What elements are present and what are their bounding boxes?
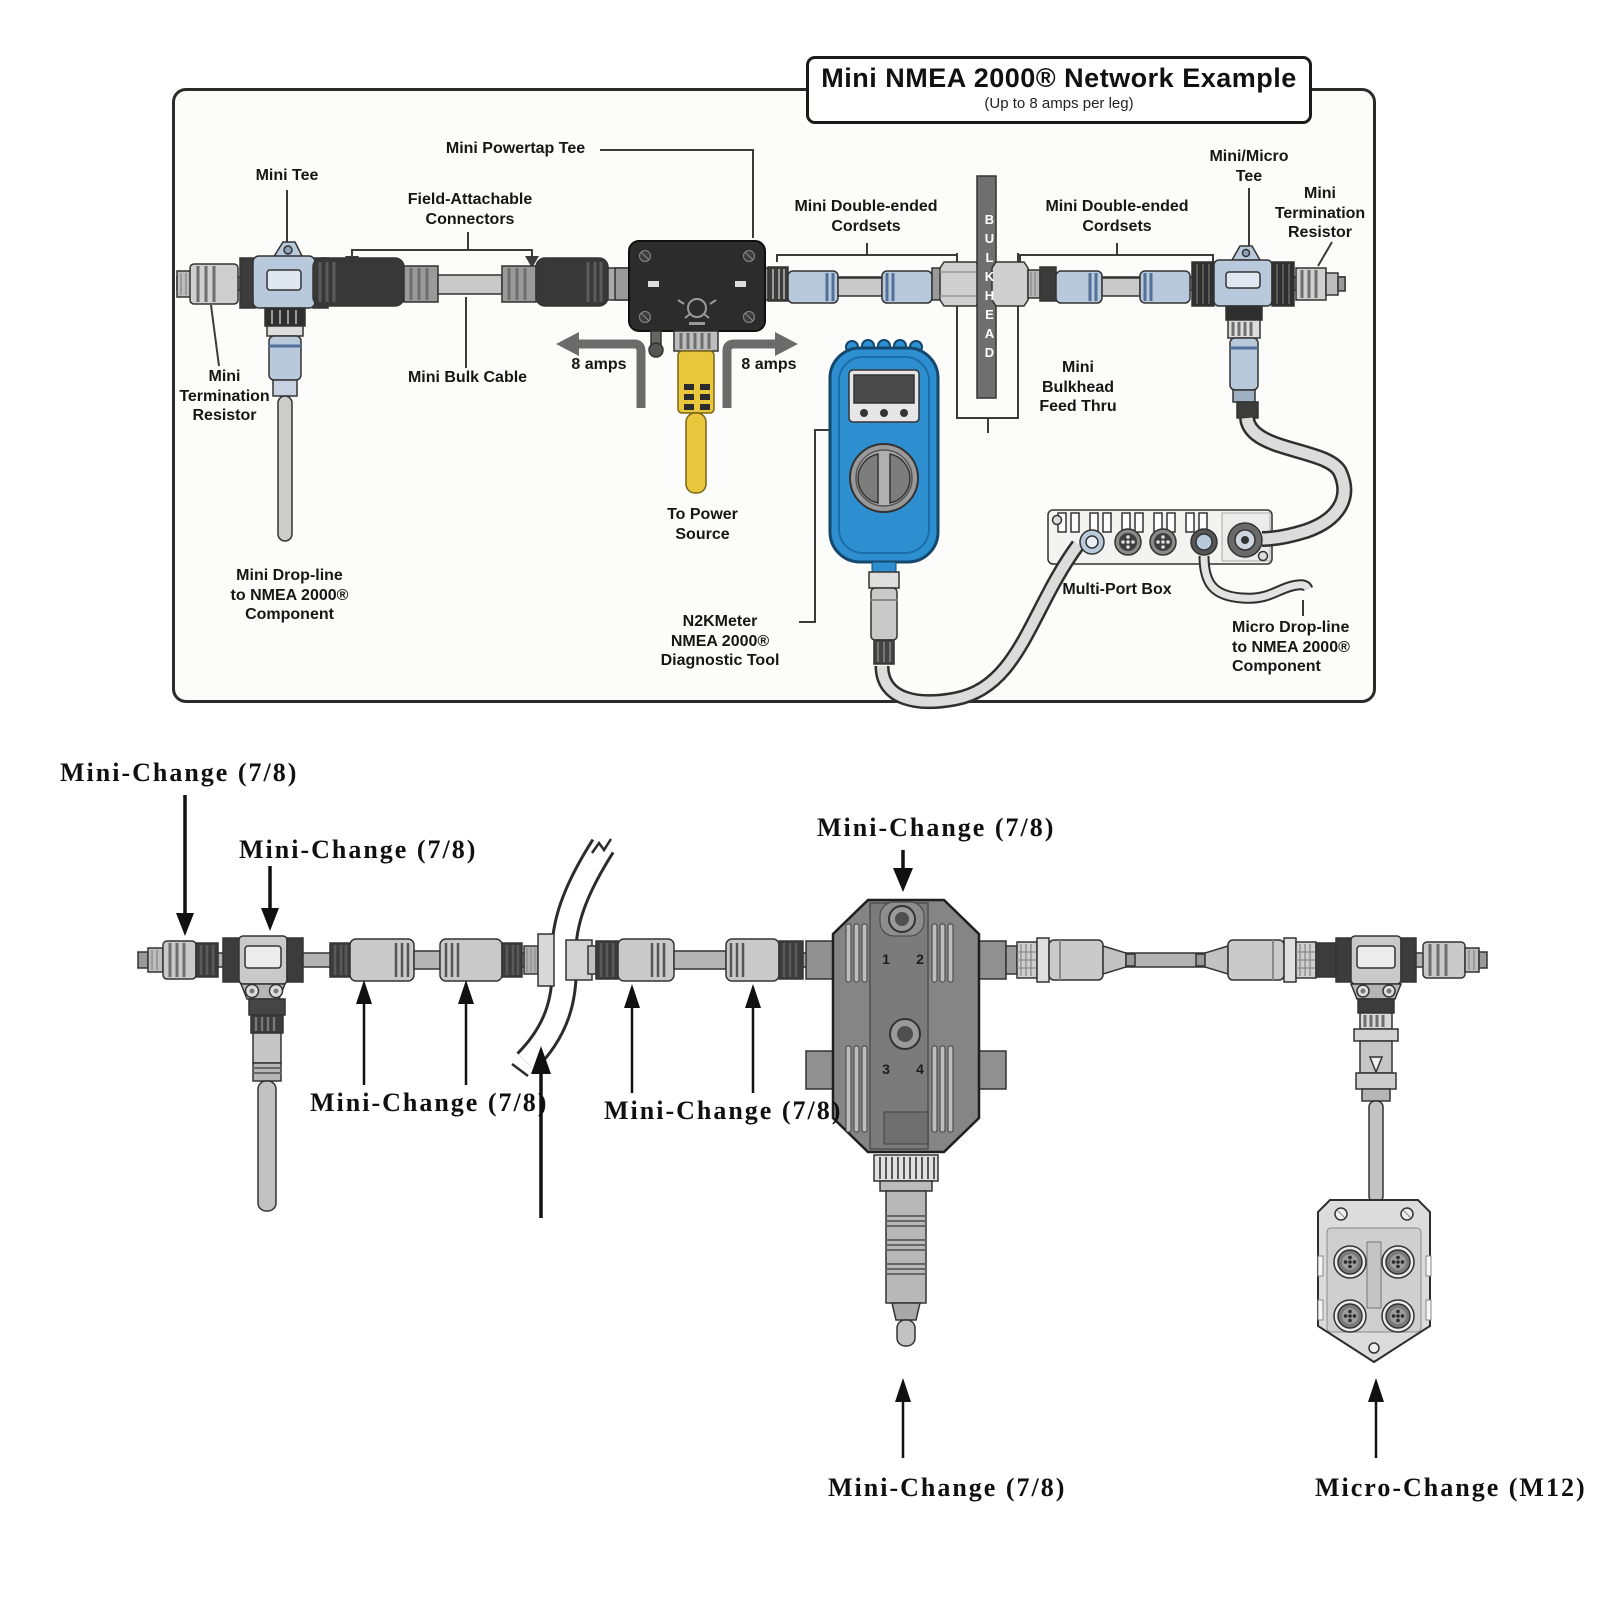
label-mini-powertap-tee: Mini Powertap Tee	[445, 140, 586, 157]
multi-port-box	[874, 415, 1353, 710]
mini-termination-resistor-left	[176, 263, 239, 305]
mini-cordset-right	[1039, 266, 1191, 304]
top-diagram-panel	[172, 88, 1376, 703]
mini-cordset-left	[767, 266, 945, 304]
label-cordsets-right: Mini Double-ended Cordsets	[1045, 198, 1189, 235]
port-number-1: 1	[882, 951, 890, 967]
tee-bottom-right	[1317, 935, 1488, 1364]
label-mini-micro-tee: Mini/Micro Tee	[1209, 148, 1289, 185]
n2kmeter-device	[828, 339, 940, 665]
port-number-2: 2	[916, 951, 924, 967]
label-mini-tee: Mini Tee	[255, 167, 319, 184]
label-mini-change-6: Mini-Change (7/8)	[828, 1473, 1067, 1502]
port-number-3: 3	[882, 1061, 890, 1077]
label-cordsets-left: Mini Double-ended Cordsets	[794, 198, 938, 235]
label-to-power-source: To Power Source	[667, 506, 738, 543]
cordset-bottom-c	[1005, 937, 1337, 983]
label-micro-drop-line: Micro Drop-line to NMEA 2000® Component	[1232, 619, 1350, 676]
label-mini-change-5: Mini-Change (7/8)	[817, 813, 1056, 842]
cordset-bottom-a	[329, 938, 523, 982]
junction-box	[805, 898, 1007, 1347]
label-mini-change-3: Mini-Change (7/8)	[310, 1088, 549, 1117]
label-field-attachable: Field-Attachable Connectors	[407, 191, 533, 228]
label-mini-change-2: Mini-Change (7/8)	[239, 835, 478, 864]
mini-powertap-tee-box	[614, 240, 781, 358]
diagram-title: Mini NMEA 2000® Network Example	[821, 63, 1297, 93]
annotation-arrows	[176, 795, 1384, 1458]
tee-bottom-left	[222, 935, 304, 1212]
feed-thru-bottom	[523, 933, 619, 987]
label-termination-right: Mini Termination Resistor	[1274, 185, 1366, 242]
power-cable	[673, 330, 719, 494]
m12-ports	[1333, 1245, 1415, 1333]
amps-arrows	[556, 332, 798, 408]
cordset-bottom-b	[617, 938, 804, 982]
label-mini-change-1: Mini-Change (7/8)	[60, 758, 299, 787]
label-amps-right: 8 amps	[741, 356, 797, 373]
diagram-subtitle: (Up to 8 amps per leg)	[984, 95, 1134, 112]
label-multi-port-box: Multi-Port Box	[1062, 581, 1172, 598]
termination-bottom-left	[137, 940, 219, 980]
title-box: Mini NMEA 2000® Network Example (Up to 8…	[806, 56, 1312, 124]
label-mini-drop-line: Mini Drop-line to NMEA 2000® Component	[230, 567, 349, 624]
label-mini-change-4: Mini-Change (7/8)	[604, 1096, 843, 1125]
label-n2kmeter: N2KMeter NMEA 2000® Diagnostic Tool	[660, 613, 780, 670]
label-micro-change: Micro-Change (M12)	[1315, 1473, 1587, 1502]
bulkhead-band	[511, 838, 615, 1077]
label-amps-left: 8 amps	[571, 356, 627, 373]
leader-lines	[210, 149, 1333, 623]
field-attachable-connectors	[312, 257, 630, 307]
mini-micro-tee-assembly	[1191, 245, 1346, 419]
port-number-4: 4	[916, 1061, 924, 1077]
bulkhead-feed-thru	[939, 175, 1041, 399]
label-bulkhead: BULKHEAD	[982, 212, 997, 364]
label-termination-left: Mini Termination Resistor	[179, 368, 270, 425]
label-mini-bulk-cable: Mini Bulk Cable	[407, 369, 528, 386]
label-bulkhead-feed-thru: Mini Bulkhead Feed Thru	[1039, 359, 1117, 416]
